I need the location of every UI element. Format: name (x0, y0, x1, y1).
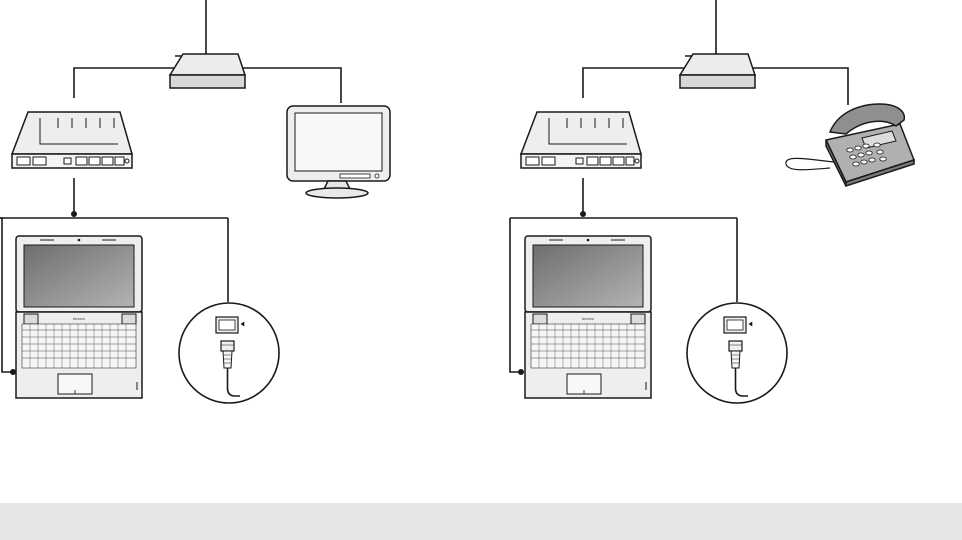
splitter-box (170, 54, 245, 88)
svg-text:lenovo: lenovo (582, 316, 595, 321)
monitor (287, 106, 390, 198)
laptop: lenovo (16, 236, 142, 398)
telephone (786, 104, 914, 186)
network-connection-diagram: lenovo (0, 0, 962, 500)
keyboard (22, 324, 136, 368)
junction-dot (580, 211, 586, 217)
scenario-right: lenovo (510, 0, 914, 403)
junction-dot (10, 369, 16, 375)
ethernet-port-detail (179, 303, 279, 403)
dsl-modem (521, 112, 641, 168)
splitter-box (680, 54, 755, 88)
laptop: lenovo (525, 236, 651, 398)
caption-bar (0, 503, 962, 540)
scenario-left: lenovo (0, 0, 390, 403)
junction-dot (518, 369, 524, 375)
svg-text:lenovo: lenovo (73, 316, 86, 321)
dsl-modem (12, 112, 132, 168)
ethernet-port-detail (687, 303, 787, 403)
junction-dot (71, 211, 77, 217)
